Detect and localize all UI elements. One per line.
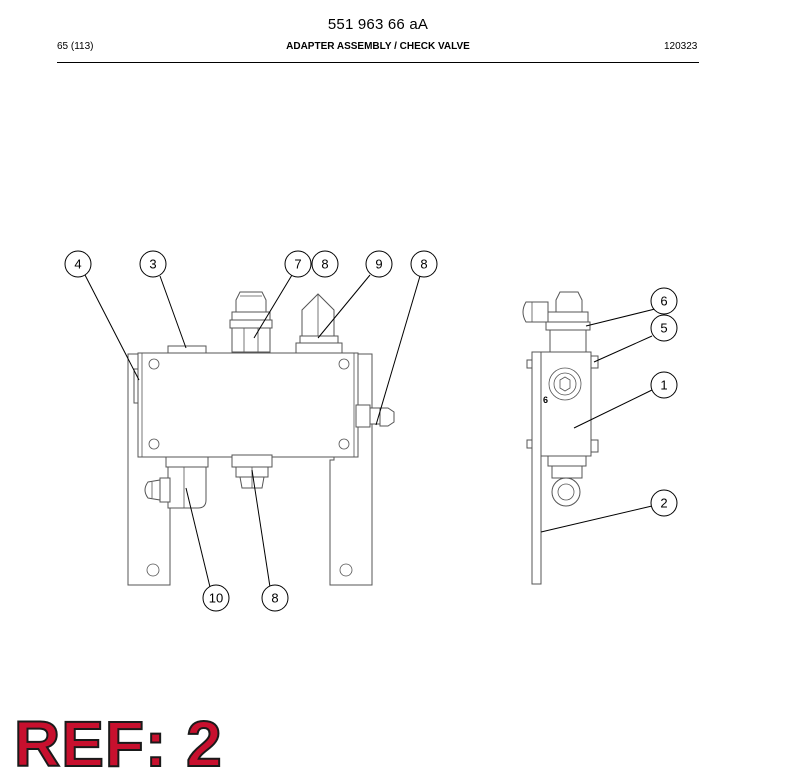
top-check-valve <box>295 293 343 354</box>
callout-3-label: 3 <box>149 257 156 272</box>
valve-body <box>137 352 359 458</box>
document-number: 551 963 66 aA <box>327 16 429 33</box>
callout-7: 7 <box>284 250 312 278</box>
callout-6-label: 6 <box>660 294 667 309</box>
callout-8-bottom-label: 8 <box>271 591 278 606</box>
callout-9-label: 9 <box>375 257 382 272</box>
bottom-nut-left <box>165 456 209 468</box>
callout-6: 6 <box>650 287 678 315</box>
revision-date: 120323 <box>664 41 698 52</box>
leader-lines <box>84 274 656 588</box>
side-bracket <box>531 351 542 585</box>
side-view-label: 6 <box>543 395 548 405</box>
body-bolt <box>148 438 160 450</box>
header-divider <box>57 62 699 63</box>
callout-1: 1 <box>650 371 678 399</box>
elbow-fitting <box>144 466 207 509</box>
side-top-fitting <box>522 291 591 353</box>
callout-5-label: 5 <box>660 321 667 336</box>
callout-4: 4 <box>64 250 92 278</box>
left-bracket-hole <box>146 563 160 577</box>
callout-8-top-label: 8 <box>321 257 328 272</box>
bottom-nut-right <box>231 454 273 468</box>
callout-1-label: 1 <box>660 378 667 393</box>
front-view <box>127 291 395 586</box>
right-bracket-hole <box>339 563 353 577</box>
body-bolt <box>338 358 350 370</box>
top-adapter-fitting <box>229 291 273 353</box>
callout-3: 3 <box>139 250 167 278</box>
right-side-fitting <box>355 404 395 428</box>
page-indicator: 65 (113) <box>57 41 94 52</box>
callout-8-right: 8 <box>410 250 438 278</box>
side-bottom-fitting <box>547 455 587 507</box>
callout-8-top: 8 <box>311 250 339 278</box>
callout-5: 5 <box>650 314 678 342</box>
sheet-title: ADAPTER ASSEMBLY / CHECK VALVE <box>286 41 470 52</box>
side-valve-body <box>540 351 592 457</box>
ref-stamp: REF: 2 <box>13 708 223 780</box>
body-bolt <box>148 358 160 370</box>
callout-4-label: 4 <box>74 257 81 272</box>
callout-10: 10 <box>202 584 230 612</box>
callout-10-label: 10 <box>209 591 223 606</box>
callout-8-right-label: 8 <box>420 257 427 272</box>
check-valve-port <box>548 367 582 401</box>
callout-7-label: 7 <box>294 257 301 272</box>
callout-2-label: 2 <box>660 496 667 511</box>
side-view: 6 <box>522 291 599 585</box>
callout-9: 9 <box>365 250 393 278</box>
callout-8-bottom: 8 <box>261 584 289 612</box>
body-bolt <box>338 438 350 450</box>
callout-2: 2 <box>650 489 678 517</box>
